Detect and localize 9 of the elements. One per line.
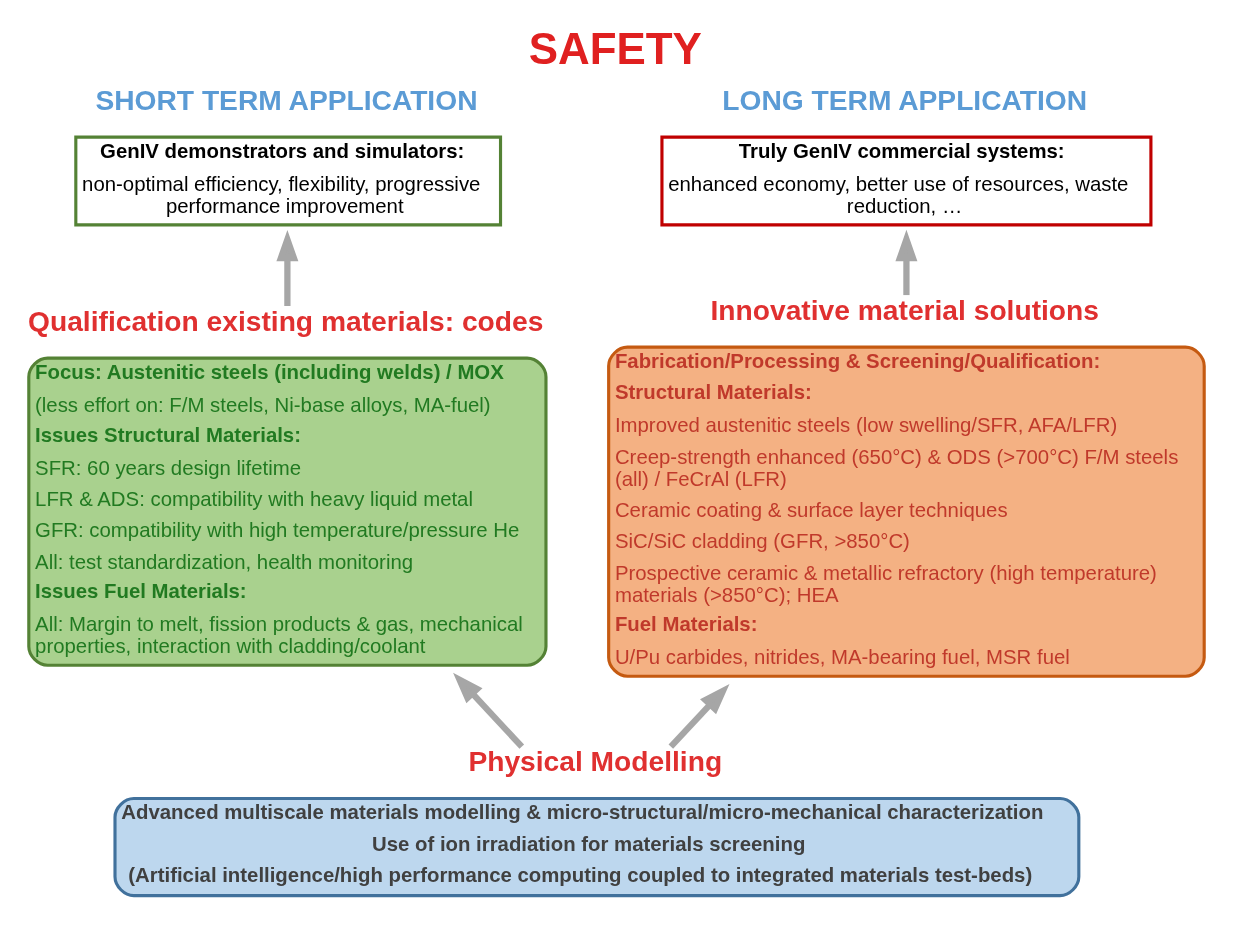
diagram-title: SAFETY bbox=[528, 24, 702, 74]
arrow bbox=[895, 229, 918, 296]
arrow bbox=[668, 683, 730, 749]
node-label: Innovative material solutions bbox=[710, 293, 1099, 326]
node-label: Physical Modelling bbox=[468, 744, 723, 777]
node-label: LONG TERM APPLICATION bbox=[722, 83, 1088, 116]
node-label: Qualification existing materials: codes bbox=[28, 304, 544, 337]
node-label: SHORT TERM APPLICATION bbox=[95, 83, 478, 116]
arrow bbox=[453, 672, 525, 749]
